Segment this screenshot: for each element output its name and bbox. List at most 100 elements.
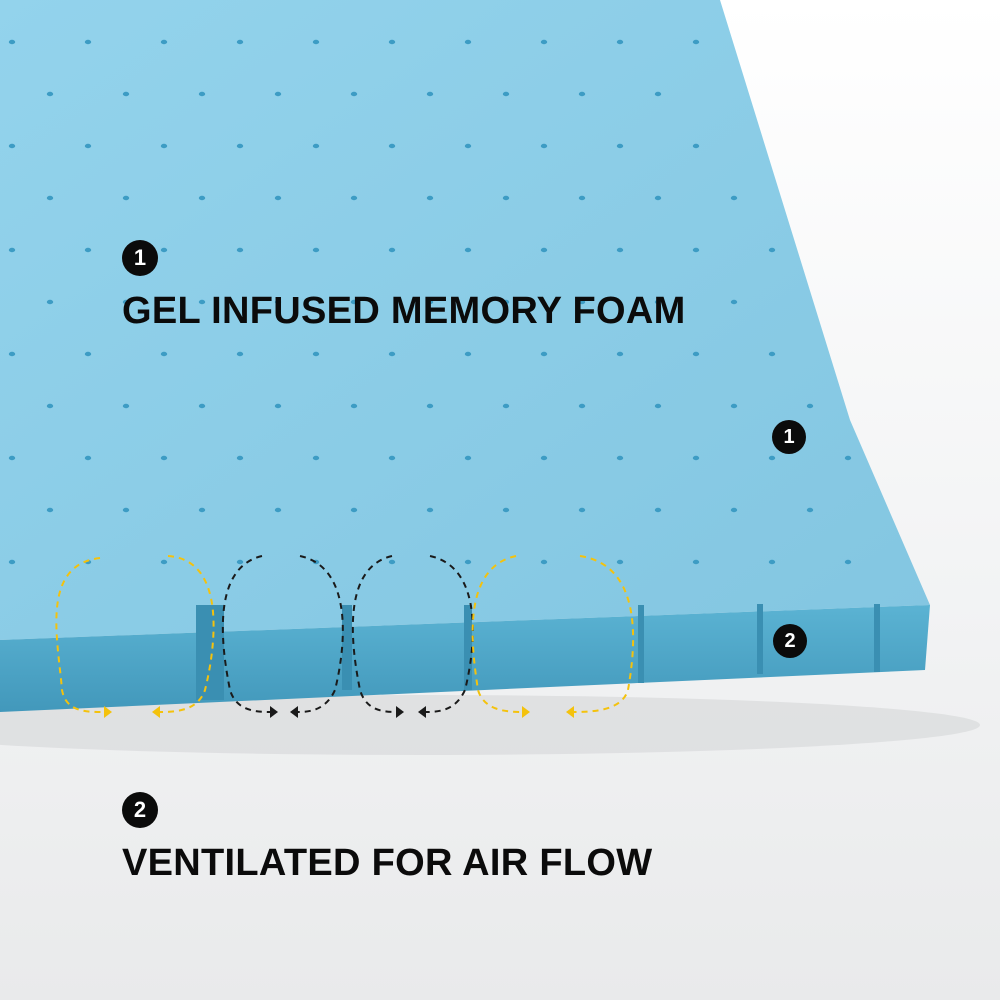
foam-pore	[464, 351, 472, 357]
foam-pore	[236, 39, 244, 45]
foam-pore	[464, 559, 472, 565]
foam-pore	[350, 91, 358, 97]
foam-pore	[654, 299, 662, 305]
foam-pore	[160, 455, 168, 461]
foam-pore	[616, 351, 624, 357]
foam-pore	[578, 299, 586, 305]
foam-pore	[502, 299, 510, 305]
foam-layer-marker-2: 2	[773, 624, 807, 658]
foam-pore	[578, 91, 586, 97]
foam-pore	[312, 247, 320, 253]
foam-pore	[8, 247, 16, 253]
foam-pore	[844, 559, 852, 565]
foam-pore	[768, 351, 776, 357]
airflow-arrow-yellow-3	[471, 555, 523, 713]
foam-pore	[540, 39, 548, 45]
foam-pore	[654, 403, 662, 409]
foam-pore	[84, 143, 92, 149]
foam-pore	[806, 507, 814, 513]
foam-pore	[84, 455, 92, 461]
foam-pore	[464, 39, 472, 45]
foam-pore	[312, 351, 320, 357]
feature-gel-memory-foam: 1 GEL INFUSED MEMORY FOAM	[122, 240, 686, 333]
foam-pore	[730, 507, 738, 513]
foam-pore	[844, 455, 852, 461]
foam-pore	[578, 195, 586, 201]
foam-pore	[502, 507, 510, 513]
foam-top-surface	[0, 0, 930, 640]
foam-pore	[350, 403, 358, 409]
foam-pore	[502, 195, 510, 201]
foam-pore	[730, 403, 738, 409]
foam-pore	[540, 143, 548, 149]
foam-pore	[426, 507, 434, 513]
foam-pore	[464, 455, 472, 461]
foam-pore	[388, 39, 396, 45]
foam-pore	[426, 195, 434, 201]
foam-pore	[236, 455, 244, 461]
foam-pore	[540, 247, 548, 253]
foam-pores	[8, 39, 852, 565]
feature-ventilated: 2 VENTILATED FOR AIR FLOW	[122, 792, 652, 885]
foam-pore	[350, 507, 358, 513]
foam-pore	[578, 403, 586, 409]
foam-pore	[312, 39, 320, 45]
foam-pore	[388, 143, 396, 149]
airflow-arrow-black-1	[221, 555, 271, 713]
foam-pore	[654, 507, 662, 513]
foam-pore	[312, 143, 320, 149]
airflow-arrows	[55, 555, 635, 713]
foam-pore	[8, 143, 16, 149]
foam-pore	[464, 143, 472, 149]
foam-pore	[692, 39, 700, 45]
foam-pore	[578, 507, 586, 513]
foam-pore	[8, 39, 16, 45]
foam-pore	[46, 195, 54, 201]
foam-pore	[654, 91, 662, 97]
foam-pore	[198, 403, 206, 409]
foam-pore	[8, 351, 16, 357]
foam-pore	[616, 455, 624, 461]
foam-pore	[84, 39, 92, 45]
foam-pore	[8, 455, 16, 461]
foam-pore	[388, 351, 396, 357]
airflow-arrow-black-3	[351, 555, 397, 713]
foam-pore	[502, 91, 510, 97]
feature-number-badge: 2	[122, 792, 158, 828]
foam-pore	[692, 247, 700, 253]
arrow-heads	[104, 706, 574, 718]
foam-pore	[768, 559, 776, 565]
foam-pore	[692, 559, 700, 565]
foam-pore	[46, 299, 54, 305]
feature-title: VENTILATED FOR AIR FLOW	[122, 842, 653, 884]
foam-layer-marker-1: 1	[772, 420, 806, 454]
foam-pore	[236, 143, 244, 149]
foam-pore	[274, 403, 282, 409]
foam-pore	[806, 403, 814, 409]
foam-pore	[236, 351, 244, 357]
foam-pore	[426, 91, 434, 97]
foam-pore	[350, 299, 358, 305]
foam-pore	[274, 91, 282, 97]
airflow-arrow-yellow-2	[159, 555, 215, 713]
foam-pore	[84, 247, 92, 253]
foam-pore	[540, 455, 548, 461]
foam-pore	[616, 559, 624, 565]
foam-pore	[692, 143, 700, 149]
foam-pore	[388, 455, 396, 461]
foam-pore	[160, 143, 168, 149]
foam-pore	[46, 507, 54, 513]
foam-pore	[768, 247, 776, 253]
airflow-arrow-black-4	[425, 555, 474, 713]
foam-pore	[616, 247, 624, 253]
foam-pore	[122, 507, 130, 513]
foam-pore	[274, 507, 282, 513]
airflow-arrow-black-2	[297, 555, 344, 713]
foam-pore	[692, 351, 700, 357]
foam-pore	[540, 559, 548, 565]
foam-pore	[730, 299, 738, 305]
foam-pore	[616, 39, 624, 45]
foam-pore	[198, 91, 206, 97]
foam-pore	[122, 195, 130, 201]
